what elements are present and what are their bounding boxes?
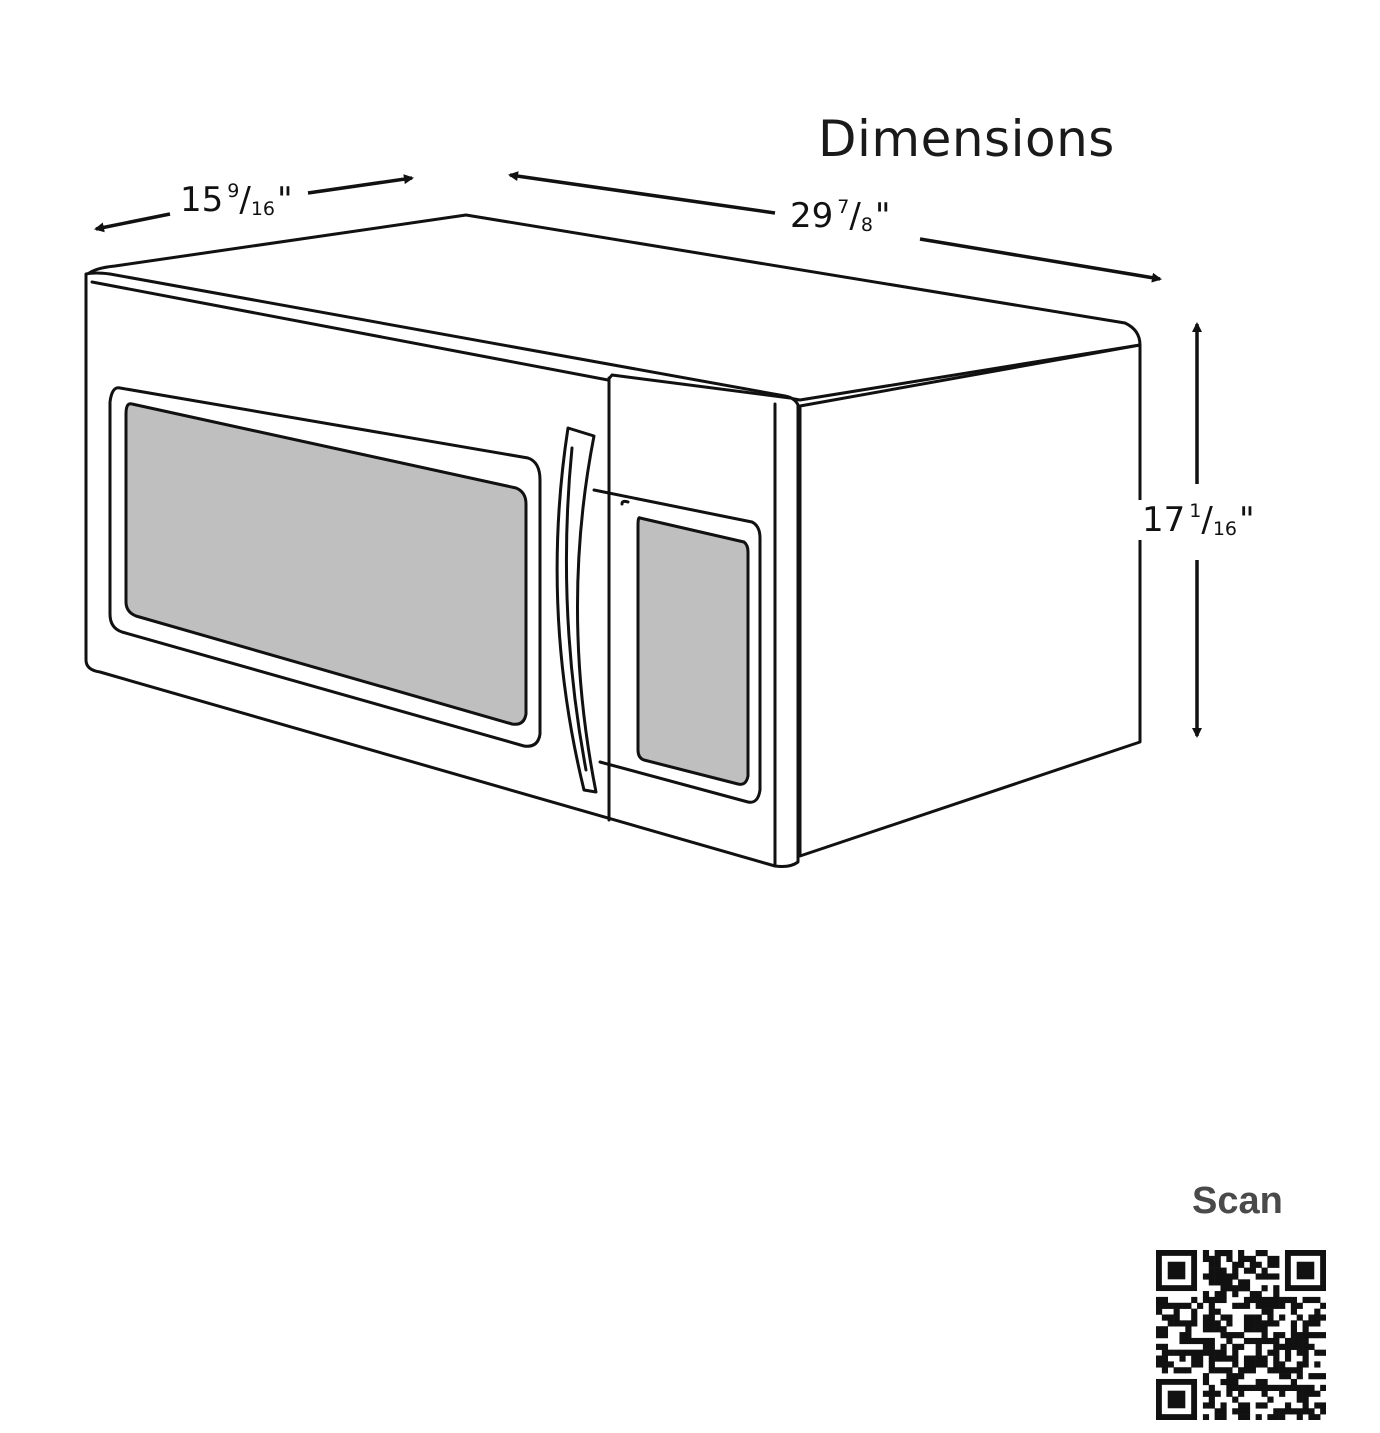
door-glass [124, 402, 528, 726]
depth-unit: " [277, 180, 293, 220]
side-face [798, 343, 1142, 858]
width-arrow-right [919, 237, 1162, 283]
depth-numerator: 9 [227, 180, 240, 202]
depth-arrow-right [307, 174, 414, 195]
page-title: Dimensions [818, 110, 1115, 168]
height-unit: " [1239, 500, 1255, 540]
width-arrow-left [508, 171, 776, 215]
scan-label: Scan [1192, 1180, 1283, 1222]
width-unit: " [874, 196, 891, 236]
width-whole: 29 [790, 196, 834, 236]
height-numerator: 1 [1189, 500, 1202, 522]
depth-arrow-left [94, 212, 171, 233]
depth-denominator: 16 [250, 198, 276, 220]
height-denominator: 16 [1212, 518, 1238, 540]
control-window-frame [592, 488, 762, 804]
width-numerator: 7 [837, 196, 850, 218]
width-denominator: 8 [860, 214, 873, 236]
height-whole: 17 [1142, 500, 1186, 540]
qr-code-icon[interactable] [1156, 1250, 1326, 1420]
depth-whole: 15 [180, 180, 224, 220]
